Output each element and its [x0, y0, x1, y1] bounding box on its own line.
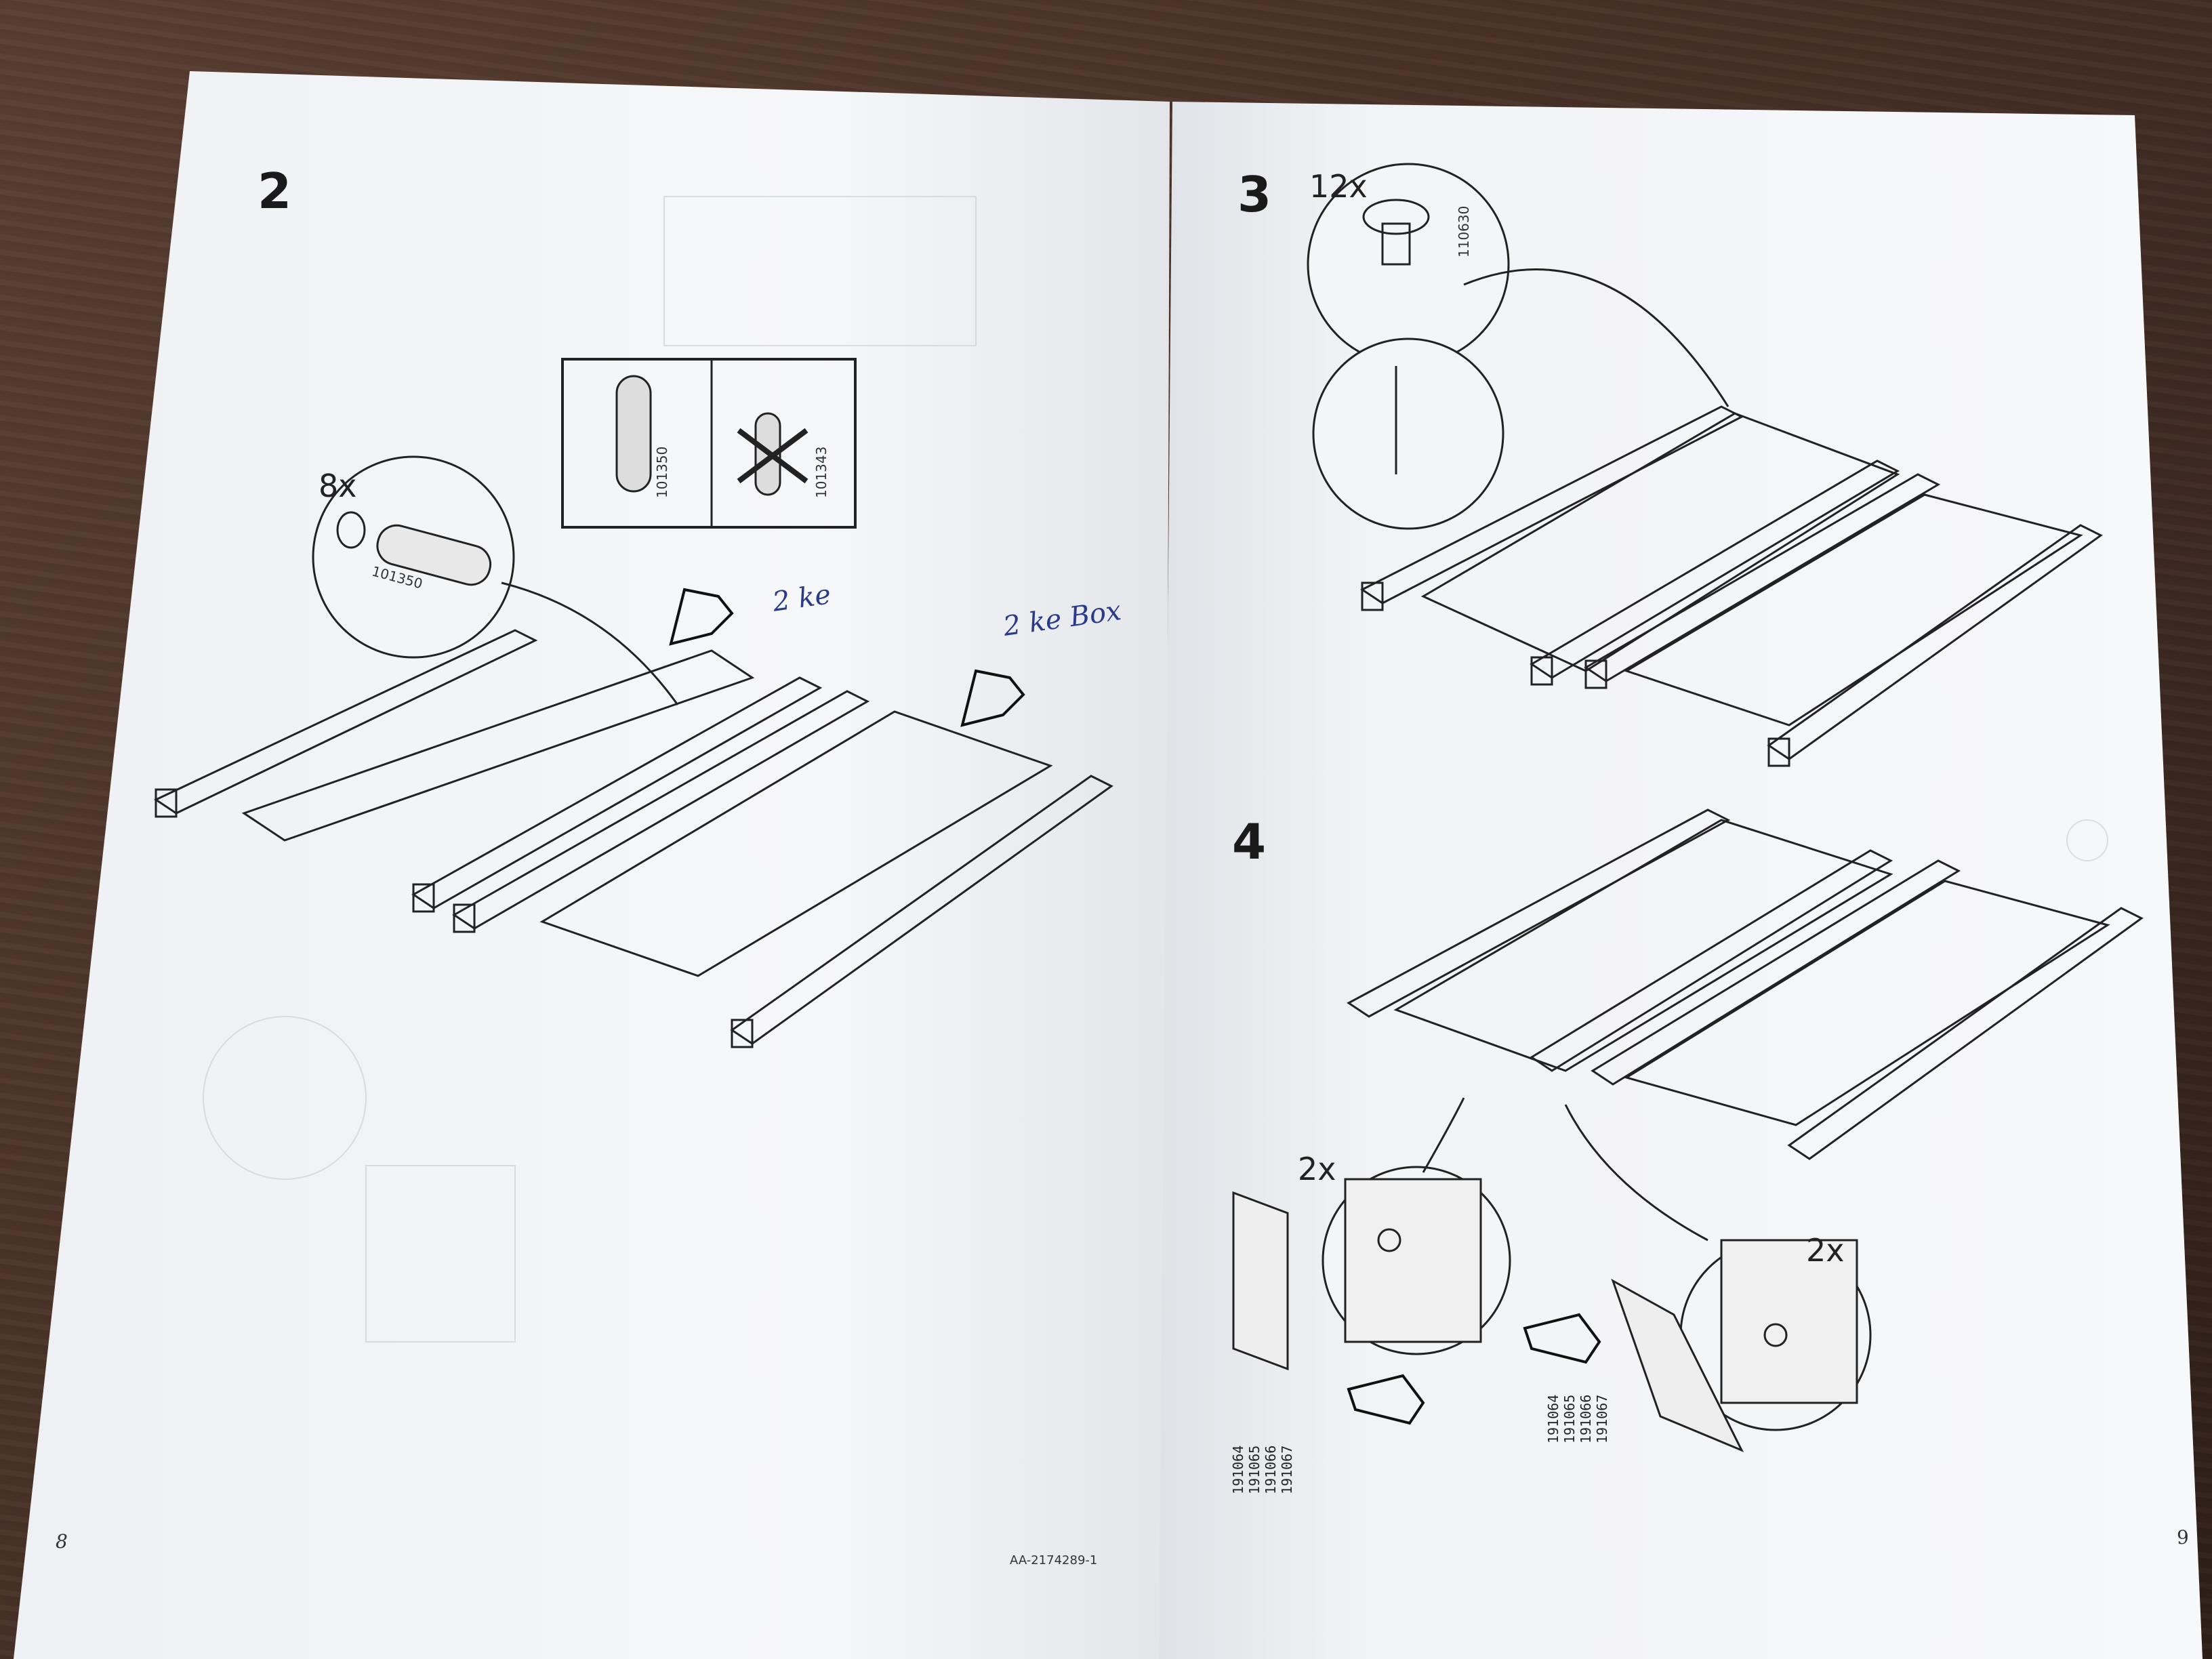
left-page-number: 8: [56, 1530, 68, 1553]
parts-list-right: 191064 191065 191066 191067: [1545, 1394, 1610, 1443]
part-number-good: 101350: [654, 446, 670, 498]
quantity-2x-left: 2x: [1298, 1151, 1336, 1187]
show-through-ghost: [203, 196, 2108, 1343]
step-number-4: 4: [1232, 813, 1267, 870]
step-number-2: 2: [258, 163, 292, 220]
dowel-zoom-icon: [376, 524, 492, 586]
right-page-number: 9: [2177, 1526, 2189, 1549]
quantity-2x-right: 2x: [1806, 1232, 1845, 1269]
part-number-bad: 101343: [813, 446, 830, 498]
quantity-12x: 12x: [1309, 168, 1368, 205]
step-number-3: 3: [1237, 166, 1272, 223]
glide-pad-right: [1611, 1278, 1744, 1452]
parts-list-left: 191064 191065 191066 191067: [1230, 1445, 1295, 1494]
quantity-8x: 8x: [319, 468, 357, 504]
glide-pad-left: [1232, 1191, 1289, 1371]
zoom-circle-step3-bottom: [1312, 337, 1504, 530]
part-number-cam: 110630: [1456, 205, 1472, 258]
pointing-hand-icons: [669, 588, 1601, 1425]
dowel-good-icon: [615, 375, 652, 493]
document-code: AA-2174289-1: [1010, 1553, 1098, 1568]
parts-box: [561, 358, 857, 529]
left-page: [14, 71, 1170, 1659]
